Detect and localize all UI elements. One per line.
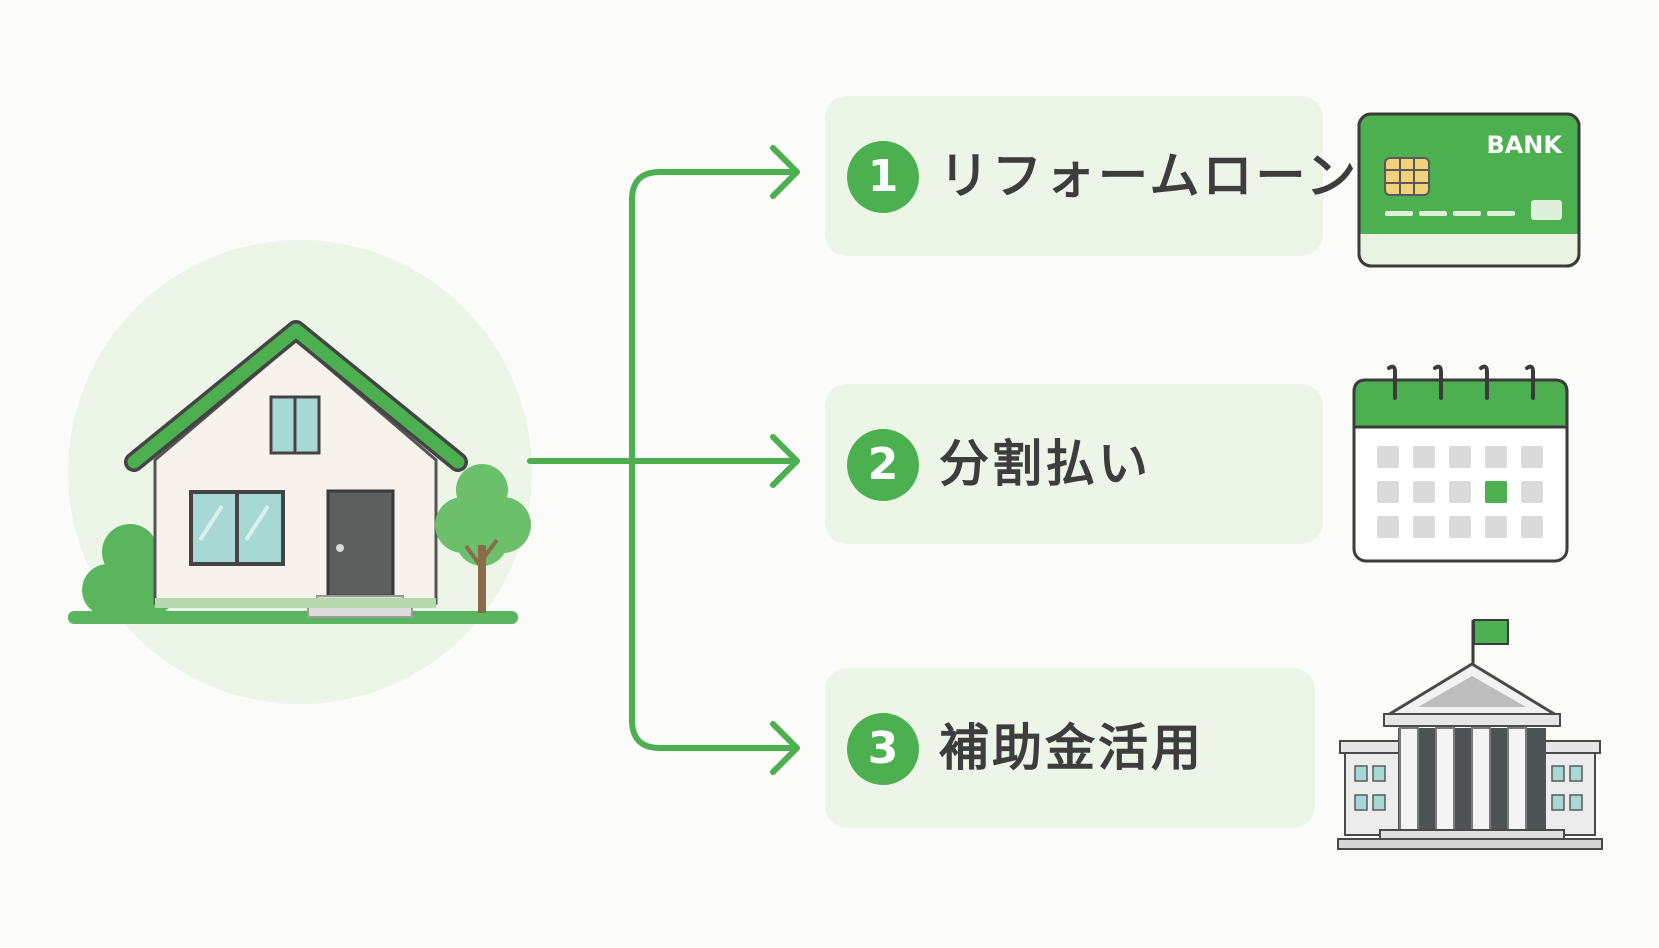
calendar-highlight-day xyxy=(1485,481,1507,503)
option-label: リフォームローン xyxy=(939,147,1359,205)
branch-connector xyxy=(527,145,800,775)
flag-icon xyxy=(1473,619,1509,645)
house-illustration xyxy=(68,240,532,704)
option-box-1: 1 リフォームローン xyxy=(825,96,1356,256)
option-number-badge: 1 xyxy=(847,141,919,213)
tree-icon xyxy=(435,464,531,613)
bush-icon xyxy=(82,524,176,616)
card-brand-text: BANK xyxy=(1486,131,1563,159)
arrow-head-3 xyxy=(770,721,800,775)
option-box-3: 3 補助金活用 xyxy=(825,668,1315,828)
calendar-icon xyxy=(1352,364,1569,563)
door-icon xyxy=(326,489,395,598)
option-box-2: 2 分割払い xyxy=(825,384,1323,544)
arrow-head-2 xyxy=(770,434,800,488)
option-number-badge: 3 xyxy=(847,713,919,785)
option-label: 分割払い xyxy=(939,435,1151,493)
option-number-badge: 2 xyxy=(847,429,919,501)
bank-card-icon: BANK xyxy=(1357,112,1581,268)
card-chip-icon xyxy=(1384,157,1430,196)
arrow-head-1 xyxy=(770,145,800,199)
option-label: 補助金活用 xyxy=(939,719,1204,777)
government-building-icon xyxy=(1337,619,1603,850)
